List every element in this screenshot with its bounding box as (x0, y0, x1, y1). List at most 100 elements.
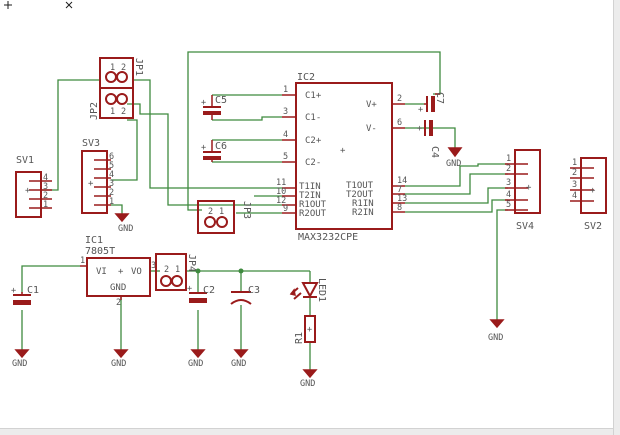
svg-text:GND: GND (488, 333, 503, 343)
jumper-jp1[interactable]: 1 2 JP1 (99, 57, 144, 89)
c4-label: C4 (429, 146, 440, 158)
wire-r2in-sv4 (405, 199, 508, 213)
capacitor-c6[interactable]: + C6 (201, 140, 227, 162)
c1-label: C1 (27, 285, 39, 296)
ic2-pin-label: R2OUT (299, 209, 327, 219)
capacitor-c4[interactable]: + C4 (417, 120, 440, 158)
ic2-max3232[interactable]: IC2 MAX3232CPE + C1+ C1- C2+ C2- T1IN T2… (276, 72, 407, 243)
sv3-label: SV3 (82, 138, 100, 149)
ic2-pin-label: T1IN (299, 182, 321, 192)
ic2-pin-number: 13 (397, 194, 407, 204)
svg-text:1: 1 (219, 207, 224, 217)
svg-text:+: + (88, 179, 94, 189)
ic2-pin-label: T2OUT (346, 190, 374, 200)
capacitor-c5[interactable]: + C5 (201, 95, 227, 120)
junction-dot (195, 268, 201, 274)
svg-text:2: 2 (208, 207, 213, 217)
ic2-value: MAX3232CPE (298, 232, 358, 243)
ic2-pin-number: 9 (283, 204, 288, 214)
svg-text:2: 2 (43, 191, 48, 201)
jumper-jp2[interactable]: 1 2 JP2 (89, 87, 134, 120)
schematic-canvas[interactable]: IC2 MAX3232CPE + C1+ C1- C2+ C2- T1IN T2… (0, 0, 613, 428)
led1-label: LED1 (316, 278, 327, 302)
c3-label: C3 (248, 285, 260, 296)
vertical-scrollbar[interactable] (613, 0, 620, 435)
ic2-pin-number: 4 (283, 130, 288, 140)
svg-text:1: 1 (110, 63, 115, 73)
resistor-r1[interactable]: + R1 (294, 315, 316, 344)
svg-text:3: 3 (109, 179, 114, 189)
led-led1[interactable]: LED1 (289, 278, 327, 302)
c2-label: C2 (203, 285, 215, 296)
ic2-pin-number: 8 (397, 203, 402, 213)
ic1-gnd: GND (110, 283, 126, 293)
svg-text:GND: GND (111, 359, 126, 369)
wires (21, 51, 508, 370)
ic2-pin-label: C2+ (305, 136, 322, 146)
jp3-label: JP3 (241, 201, 252, 219)
ic2-pin-label: R2IN (352, 208, 374, 218)
ic2-pin-number: 12 (276, 196, 286, 206)
ic2-pin-label: V- (366, 124, 377, 134)
capacitor-c2[interactable]: + C2 (187, 284, 215, 303)
svg-text:2: 2 (164, 265, 169, 275)
ic2-pin-label: T2IN (299, 191, 321, 201)
jp4-label: JP4 (186, 254, 197, 272)
horizontal-scrollbar[interactable] (0, 428, 613, 435)
wire-vin (21, 265, 80, 293)
gnd-symbol: GND (114, 213, 133, 234)
svg-text:GND: GND (446, 159, 461, 169)
svg-text:1: 1 (175, 265, 180, 275)
ic2-pin-number: 11 (276, 178, 286, 188)
svg-text:2: 2 (121, 107, 126, 117)
wire-jp1-left (42, 79, 100, 191)
svg-text:1: 1 (80, 256, 85, 266)
gnd-symbol: GND (300, 369, 318, 389)
junction-dot (238, 268, 244, 274)
svg-text:+: + (118, 267, 124, 277)
sv2-label: SV2 (584, 221, 602, 232)
svg-text:2: 2 (506, 164, 511, 174)
wire-r1in-sv4 (405, 187, 508, 204)
ic2-pin-label: C2- (305, 158, 321, 168)
capacitor-c7[interactable]: + C7 (418, 92, 445, 115)
header-sv4[interactable]: SV4 1 2 3 4 5 + (505, 149, 541, 232)
capacitor-c3[interactable]: C3 (230, 285, 260, 305)
ic2-pin-label: R1IN (352, 199, 374, 209)
svg-text:+: + (187, 284, 192, 294)
svg-text:2: 2 (121, 63, 126, 73)
svg-text:GND: GND (12, 359, 27, 369)
svg-text:2: 2 (109, 188, 114, 198)
svg-text:3: 3 (151, 261, 156, 271)
ic2-pin-label: T1OUT (346, 181, 374, 191)
wire-jp1-t1in (133, 79, 282, 189)
svg-text:+: + (526, 183, 532, 193)
ic2-pin-number: 6 (397, 118, 402, 128)
svg-text:1: 1 (572, 158, 577, 168)
wire-sv3-gnd (111, 204, 123, 214)
wire-t1out-sv4 (405, 163, 508, 187)
gnd-symbol: GND (446, 147, 463, 169)
svg-text:+: + (201, 98, 206, 108)
wire-jp2-r1out (127, 103, 282, 206)
svg-text:+: + (307, 325, 312, 335)
regulator-ic1[interactable]: IC1 7805T VI + VO GND 1 2 3 (80, 235, 156, 308)
svg-text:3: 3 (506, 178, 511, 188)
capacitor-c1[interactable]: + C1 (11, 285, 39, 305)
svg-text:2: 2 (116, 298, 121, 308)
svg-text:GND: GND (188, 359, 203, 369)
ic2-pin-number: 1 (283, 85, 288, 95)
jumper-jp4[interactable]: 2 1 JP4 (155, 253, 197, 291)
ic2-name: IC2 (297, 72, 315, 83)
header-sv1[interactable]: SV1 4 3 2 1 + (15, 155, 52, 218)
svg-text:6: 6 (109, 152, 114, 162)
gnd-symbol: GND (12, 349, 30, 369)
header-sv2[interactable]: SV2 1 2 3 4 + (570, 157, 607, 232)
header-sv3[interactable]: SV3 6 5 4 3 2 1 + (81, 138, 114, 214)
jumper-jp3[interactable]: 2 1 JP3 (197, 200, 252, 234)
jp1-label: JP1 (133, 58, 144, 76)
sv1-label: SV1 (16, 155, 34, 166)
svg-text:4: 4 (572, 191, 577, 201)
ic1-name: IC1 (85, 235, 103, 246)
